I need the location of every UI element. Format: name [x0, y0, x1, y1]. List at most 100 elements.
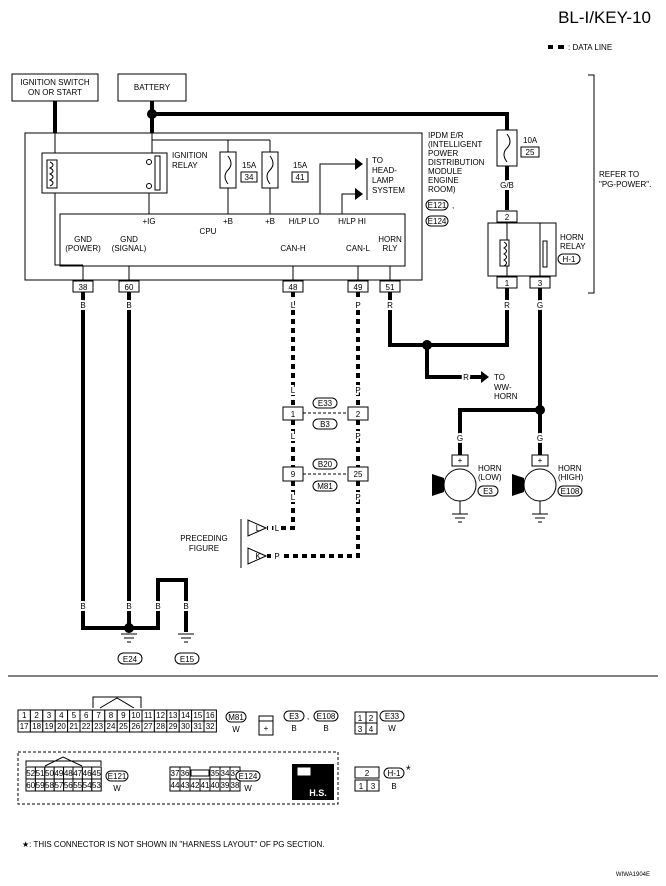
connector-cell-label: 1	[359, 782, 364, 791]
connector-cell-label: 27	[144, 722, 153, 731]
hs-badge-label: H.S.	[309, 788, 327, 798]
connector-cell-label: 39	[221, 781, 230, 790]
connector-tag-b3	[312, 418, 338, 430]
cpu-box	[59, 213, 406, 267]
connector-legend-group	[17, 751, 339, 805]
horn-high-label-2: (HIGH)	[558, 473, 584, 482]
wire-color-p: P	[355, 493, 360, 502]
ipdm-label-line: POWER	[428, 149, 458, 158]
ipdm-label-line: (INTELLIGENT	[428, 140, 482, 149]
ipdm-label-line: DISTRIBUTION	[428, 158, 485, 167]
connector-cell-label: 3	[47, 711, 52, 720]
splice-node	[124, 623, 134, 633]
internal-wire	[54, 193, 83, 266]
connector-cell-label: 21	[69, 722, 78, 731]
connector-cell-label: 13	[169, 711, 178, 720]
relay-contact	[542, 240, 548, 268]
horn-relay-label-2: RELAY	[560, 242, 586, 251]
cpu-b1-label: +B	[223, 217, 233, 226]
connector-cell-label: 11	[144, 711, 153, 720]
connector-tag-e121-legend	[105, 770, 129, 782]
horn-relay-pin-2-label: 2	[505, 213, 510, 222]
connector-tag-e108-legend	[313, 710, 339, 722]
wire-color-g: G	[457, 434, 463, 443]
connector-cell-label: 36	[181, 769, 190, 778]
wire-color-g: G	[537, 434, 543, 443]
connector-cell-label: 56	[64, 781, 73, 790]
horn-low-label: HORN	[478, 464, 502, 473]
wire-color-g: G	[537, 301, 543, 310]
headlamp-label: TO	[372, 156, 383, 165]
preceding-arrow-l-icon	[247, 519, 268, 537]
arrow-icon	[355, 188, 363, 200]
connector-tag-e121-label: E121	[428, 201, 447, 210]
wire-color-b: B	[126, 301, 131, 310]
connector-tag-e33-label: E33	[318, 399, 333, 408]
connector-cell-label: 2	[365, 769, 370, 778]
connector-cell-label: 26	[131, 722, 140, 731]
connector-cell-label: 19	[45, 722, 54, 731]
battery-box	[117, 73, 187, 102]
relay-contact	[154, 155, 161, 191]
connector-tag-e124-label: E124	[428, 217, 447, 226]
connector-tag-h1	[557, 253, 581, 265]
connector-cell-label: 9	[121, 711, 126, 720]
connector-cell-label: 35	[211, 769, 220, 778]
battery-label: BATTERY	[134, 83, 171, 92]
connector-tag-e124-legend	[235, 770, 261, 782]
horn-body	[523, 468, 557, 502]
connector-tag-e121	[425, 199, 449, 211]
footnote: ★: THIS CONNECTOR IS NOT SHOWN IN "HARNE…	[22, 840, 325, 849]
connector-legend-e33: 1 2 3 4	[354, 711, 378, 735]
internal-wire	[341, 193, 355, 214]
plus-symbol: +	[458, 456, 463, 465]
connector-legend-h1-star: *	[406, 763, 411, 777]
horn-body	[443, 468, 477, 502]
figure-code: WIWA1904E	[616, 872, 650, 878]
joint2-right-pin	[347, 466, 369, 482]
fuse-41-amp: 15A	[293, 161, 308, 170]
connector-tag-e3-legend	[283, 710, 305, 722]
cpu-title: CPU	[200, 227, 217, 236]
page-title: BL-I/KEY-10	[558, 8, 651, 27]
connector-cell	[366, 779, 380, 792]
connector-cell-label: 4	[59, 711, 64, 720]
internal-wire	[319, 163, 355, 214]
ground-e15-tag	[174, 652, 200, 665]
horn-terminal-box	[451, 454, 469, 467]
cpu-hlp-lo-label: H/LP LO	[289, 217, 320, 226]
relay-coil-winding	[503, 241, 507, 267]
horn-high-icon: +	[512, 454, 557, 523]
fuse-element	[224, 155, 232, 185]
wire-color-b: B	[183, 602, 188, 611]
wire-color-l: L	[291, 432, 296, 441]
connector-tag-e33-legend	[379, 710, 405, 722]
connector-cell-label: 58	[45, 781, 54, 790]
ground-e15-label: E15	[180, 655, 195, 664]
ignition-switch-label-2: ON OR START	[28, 88, 82, 97]
wire-color-b: B	[80, 301, 85, 310]
wire-color-l: L	[275, 524, 280, 533]
cpu-b2-label: +B	[265, 217, 275, 226]
connector-cell-label: 20	[57, 722, 66, 731]
connector-cell-label: 54	[83, 781, 92, 790]
connector-cell-label: 49	[54, 769, 63, 778]
ww-horn-label-3: HORN	[494, 392, 518, 401]
relay-coil-icon	[48, 161, 54, 187]
preceding-figure-label: PRECEDING	[180, 534, 228, 543]
can-h-line	[267, 481, 295, 530]
plus-symbol: +	[538, 456, 543, 465]
connector-cell-label: 60	[26, 781, 35, 790]
connector-cell-label: 7	[96, 711, 101, 720]
connector-cell-label: 14	[181, 711, 190, 720]
connector-cell-label: 2	[34, 711, 39, 720]
fuse-10a-amp: 10A	[523, 136, 538, 145]
connector-tag-e124	[425, 215, 449, 227]
preceding-arrow-l-label: L	[256, 524, 261, 533]
connector-cell-label: 55	[73, 781, 82, 790]
connector-cell-label: 30	[181, 722, 190, 731]
connector-legend-e108-color: B	[323, 724, 328, 733]
fuse-34-num: 34	[245, 173, 254, 182]
fuse-41-tag	[291, 171, 309, 183]
